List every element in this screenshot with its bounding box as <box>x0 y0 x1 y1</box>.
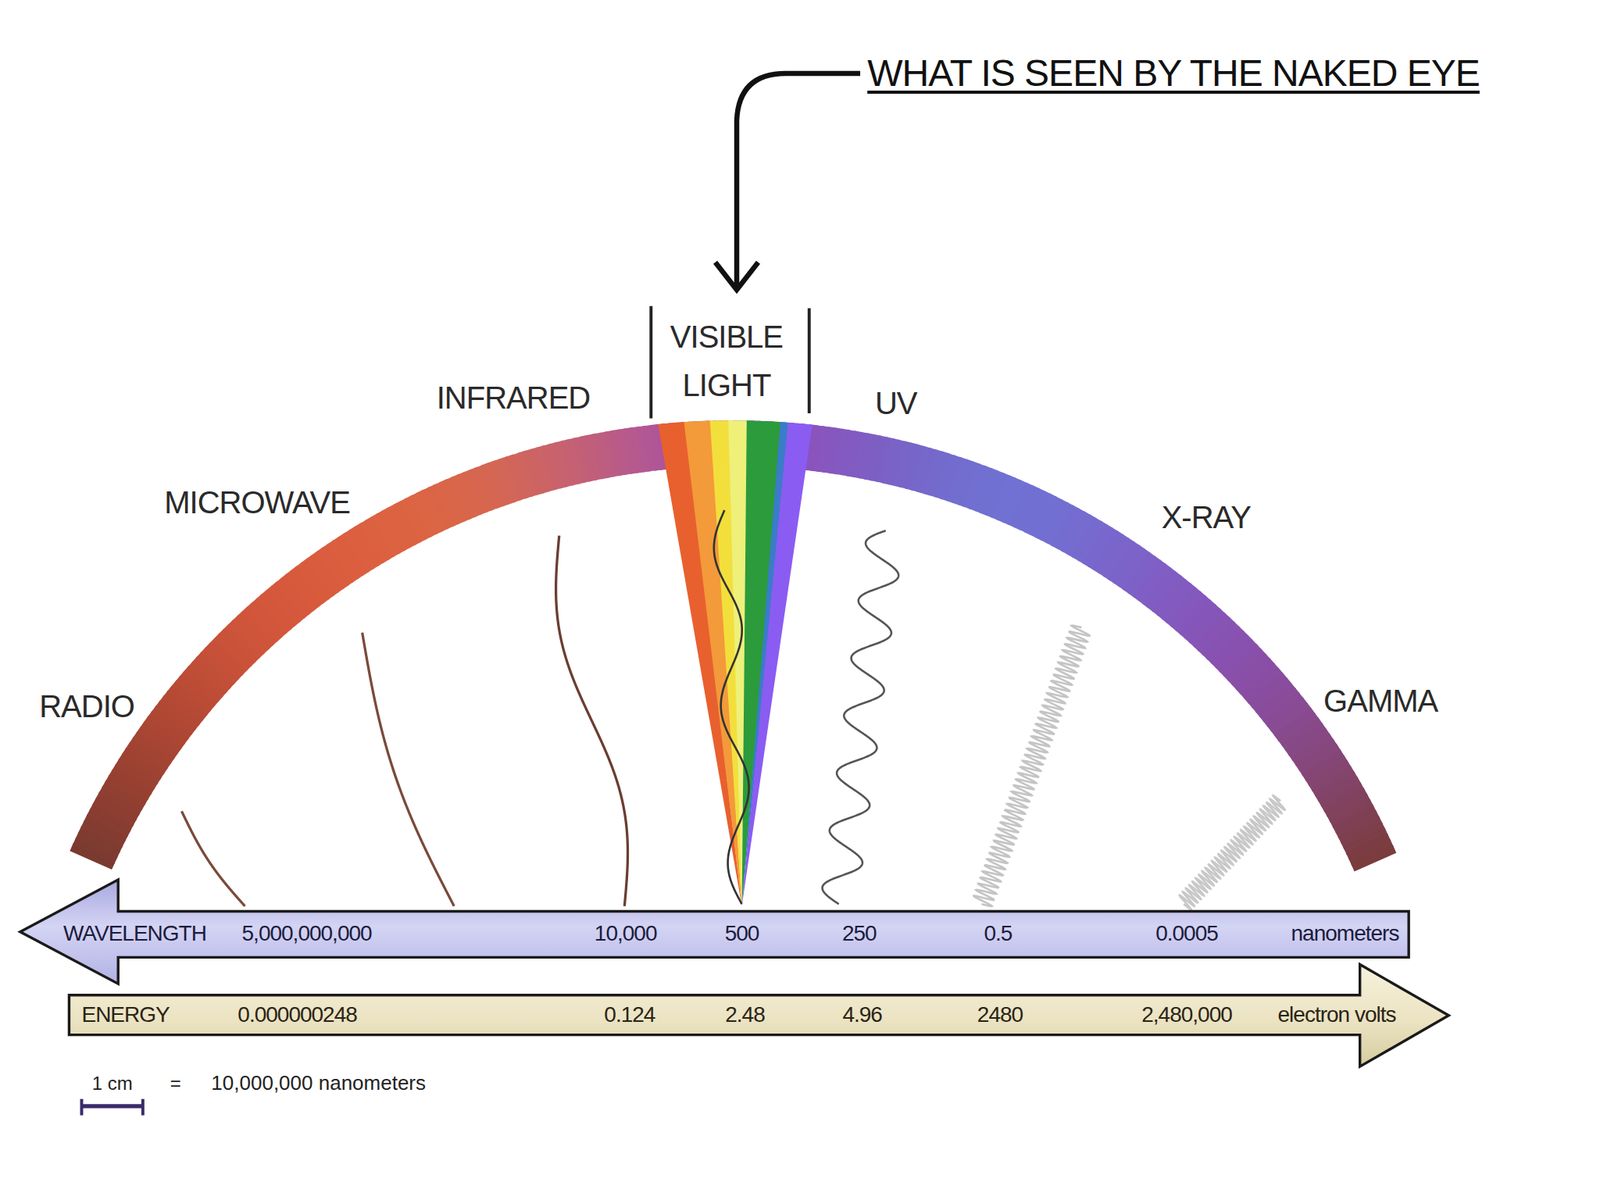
wave-line <box>1179 795 1286 910</box>
axis-text: 10,000 <box>594 921 658 947</box>
region-label: RADIO <box>39 688 135 725</box>
callout-text: WHAT IS SEEN BY THE NAKED EYE <box>867 51 1480 95</box>
axis-text: 2.48 <box>725 1002 765 1028</box>
axis-text: 5,000,000,000 <box>242 921 372 947</box>
axis-text: 2,480,000 <box>1141 1002 1233 1028</box>
axis-text: 0.124 <box>603 1002 655 1028</box>
wave-line <box>974 625 1090 907</box>
axis-text: 0.5 <box>983 921 1012 947</box>
wavelength-arrow: WAVELENGTH 5,000,000,000 10,000 500 250 0.5 0.… <box>14 869 1429 993</box>
axis-text: 0.000000248 <box>237 1002 358 1028</box>
axis-text: 500 <box>725 921 760 947</box>
arc-slice <box>1350 845 1397 872</box>
bracket-line <box>649 306 653 419</box>
wave-line <box>181 810 245 906</box>
region-label: MICROWAVE <box>164 484 350 521</box>
visible-wedge <box>657 420 812 907</box>
scale-label: 1 cm <box>92 1072 133 1095</box>
axis-text: 4.96 <box>842 1002 883 1028</box>
region-label: UV <box>875 385 918 422</box>
arrow-outline <box>69 964 1450 1067</box>
region-label: VISIBLE LIGHT <box>657 312 795 410</box>
energy-arrow: ENERGY 0.000000248 0.124 2.48 4.96 2480 2,480,… <box>60 959 1458 1072</box>
axis-text: WAVELENGTH <box>63 921 207 947</box>
scale-label: 10,000,000 nanometers <box>210 1071 426 1096</box>
wave-line <box>714 510 750 904</box>
region-label: X-RAY <box>1161 499 1251 536</box>
visible-stripe <box>742 422 813 907</box>
wave-line <box>556 535 629 907</box>
wave-lines <box>181 510 1285 910</box>
axis-text: 250 <box>842 921 877 947</box>
callout-line <box>736 73 861 290</box>
axis-text: 2480 <box>977 1002 1023 1028</box>
region-label: INFRARED <box>436 379 590 416</box>
axis-text: electron volts <box>1278 1002 1397 1028</box>
scale-bar-tick <box>80 1099 84 1116</box>
callout-arrowhead <box>715 262 759 290</box>
arrow-outline <box>20 879 1409 984</box>
axis-text: ENERGY <box>81 1002 169 1028</box>
scale-label: = <box>170 1072 182 1095</box>
bracket-line <box>807 307 811 414</box>
axis-text: 0.0005 <box>1155 921 1218 947</box>
wave-line <box>362 632 455 907</box>
scale-bar-tick <box>141 1099 145 1116</box>
axis-text: nanometers <box>1291 921 1400 947</box>
scale-bar <box>81 1103 143 1108</box>
wave-line <box>822 530 900 904</box>
region-label: GAMMA <box>1323 682 1438 719</box>
